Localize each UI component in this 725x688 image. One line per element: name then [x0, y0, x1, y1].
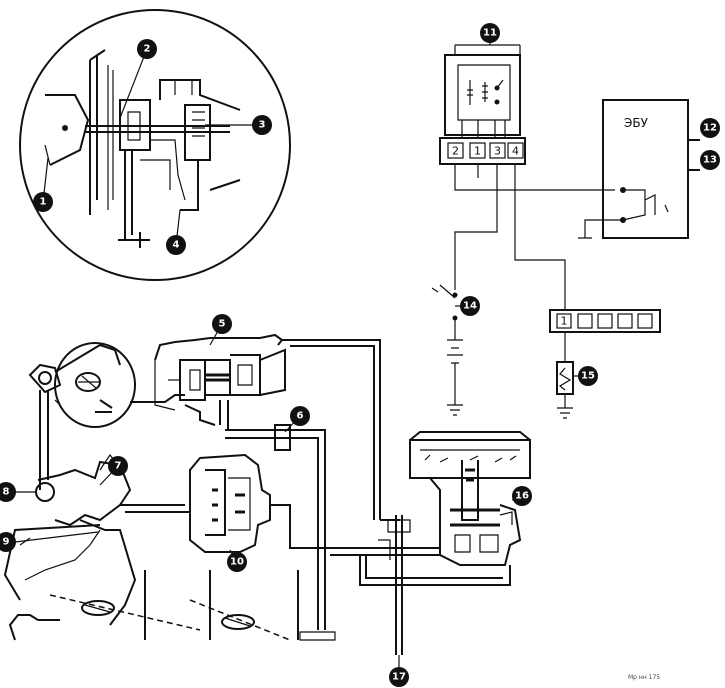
svg-text:3: 3	[259, 120, 266, 131]
svg-text:17: 17	[392, 672, 406, 683]
diag-connector-pin-1: 1	[561, 315, 568, 328]
brake-booster-10	[189, 453, 325, 553]
footer-code: Мр нн 175	[628, 674, 660, 681]
svg-text:16: 16	[515, 491, 529, 502]
ecu-box	[578, 99, 700, 239]
callout-17: 17	[389, 667, 409, 687]
svg-text:6: 6	[297, 411, 304, 422]
callout-13: 13	[700, 150, 720, 170]
callout-2: 2	[137, 39, 157, 59]
connector-pin-1: 1	[474, 145, 481, 158]
callout-8: 8	[0, 482, 16, 502]
sensor-15	[556, 332, 574, 419]
callout-11: 11	[480, 23, 500, 43]
connector-pin-4: 4	[512, 145, 519, 158]
callout-5: 5	[212, 314, 232, 334]
brake-switch-14	[431, 284, 463, 416]
svg-text:11: 11	[483, 28, 497, 39]
callout-6: 6	[290, 406, 310, 426]
connector-pin-2: 2	[452, 145, 459, 158]
callout-10: 10	[227, 552, 247, 572]
svg-text:15: 15	[581, 371, 595, 382]
relay-wiring	[454, 164, 615, 310]
svg-text:5: 5	[219, 319, 226, 330]
brake-lines	[325, 515, 511, 655]
svg-text:10: 10	[230, 557, 244, 568]
valve-block-5	[154, 333, 286, 430]
diag-connector	[549, 309, 661, 333]
svg-text:7: 7	[115, 461, 122, 472]
connector-pin-3: 3	[494, 145, 501, 158]
svg-text:9: 9	[3, 537, 10, 548]
vacuum-hose	[225, 339, 381, 641]
callout-1: 1	[33, 192, 53, 212]
svg-text:2: 2	[144, 44, 151, 55]
svg-text:12: 12	[703, 123, 717, 134]
svg-text:8: 8	[3, 487, 10, 498]
callout-7: 7	[108, 456, 128, 476]
svg-text:14: 14	[463, 301, 477, 312]
leader-lines	[14, 38, 588, 677]
callout-3: 3	[252, 115, 272, 135]
svg-text:1: 1	[40, 197, 47, 208]
svg-text:13: 13	[703, 155, 717, 166]
callout-4: 4	[166, 235, 186, 255]
callout-9: 9	[0, 532, 16, 552]
relay-connector	[439, 137, 526, 165]
pedal-mechanism	[3, 342, 299, 641]
callout-16: 16	[512, 486, 532, 506]
relay-11	[444, 44, 521, 138]
svg-text:4: 4	[173, 240, 180, 251]
ecu-label: ЭБУ	[624, 116, 649, 130]
callout-12: 12	[700, 118, 720, 138]
master-cylinder-16	[409, 431, 531, 566]
callout-15: 15	[578, 366, 598, 386]
detail-view-circle	[19, 9, 291, 281]
callout-14: 14	[460, 296, 480, 316]
